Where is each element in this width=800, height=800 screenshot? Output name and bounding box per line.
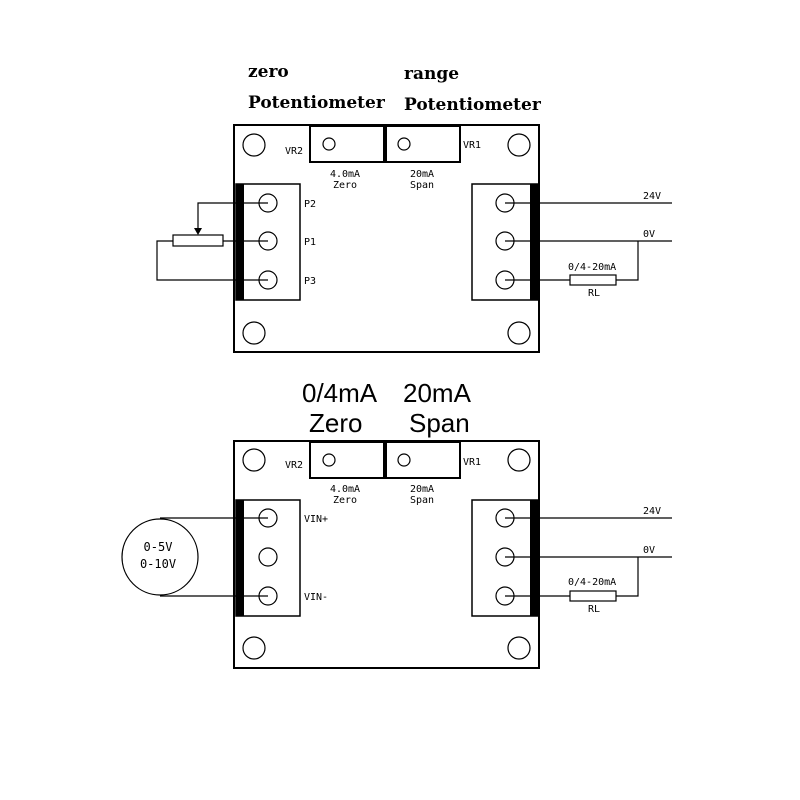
- left-terminal-block: [235, 499, 301, 617]
- mounting-hole: [242, 133, 266, 157]
- zero-value-label: 4.0mA: [330, 169, 360, 180]
- voltage-source: 0-5V 0-10V: [121, 517, 268, 597]
- terminal-label-p2: P2: [304, 199, 316, 210]
- potentiometer-body: [172, 234, 224, 247]
- vr2-label: VR2: [285, 460, 303, 471]
- load-return-wire: [616, 241, 639, 281]
- mounting-hole: [507, 636, 531, 660]
- current-label: 0/4-20mA: [568, 577, 616, 588]
- voltage-source-symbol: [121, 518, 199, 596]
- terminal-block-edge: [530, 500, 538, 616]
- zero-trim-screw-icon: [322, 453, 336, 467]
- terminal-block-edge: [236, 184, 244, 300]
- bottom-diagram: 0/4mA Zero 20mA Span VR2 VR1 4.0mA Zero …: [121, 378, 672, 669]
- current-label: 0/4-20mA: [568, 262, 616, 273]
- ground-label: 0V: [643, 545, 655, 556]
- supply-label: 24V: [643, 506, 661, 517]
- span-trim-screw-icon: [397, 453, 411, 467]
- terminal-block-edge: [530, 184, 538, 300]
- span-name-label: Span: [410, 180, 434, 191]
- top-diagram: zero Potentiometer range Potentiometer V…: [156, 62, 672, 353]
- terminal-label-vin-minus: VIN-: [304, 592, 328, 603]
- mounting-hole: [242, 636, 266, 660]
- mounting-hole: [507, 133, 531, 157]
- load-label: RL: [588, 604, 600, 615]
- zero-value-header: 0/4mA: [302, 378, 378, 408]
- terminal-label-p1: P1: [304, 237, 316, 248]
- span-value-label: 20mA: [410, 484, 434, 495]
- zero-name-header: Zero: [309, 408, 362, 438]
- mounting-hole: [242, 448, 266, 472]
- zero-trim-screw-icon: [322, 137, 336, 151]
- mounting-hole: [507, 448, 531, 472]
- span-value-header: 20mA: [403, 378, 472, 408]
- span-potentiometer[interactable]: [385, 125, 461, 163]
- zero-potentiometer[interactable]: [309, 441, 385, 479]
- span-trim-screw-icon: [397, 137, 411, 151]
- range-header-line2: Potentiometer: [404, 95, 542, 115]
- p3-wire: [156, 240, 268, 281]
- zero-name-label: Zero: [333, 495, 357, 506]
- zero-header-line2: Potentiometer: [248, 93, 386, 113]
- span-name-label: Span: [410, 495, 434, 506]
- left-terminal-block: [235, 183, 301, 301]
- span-name-header: Span: [409, 408, 470, 438]
- ground-label: 0V: [643, 229, 655, 240]
- right-terminal-block: [471, 183, 539, 301]
- mounting-hole: [507, 321, 531, 345]
- source-range-2: 0-10V: [140, 557, 176, 571]
- vr2-label: VR2: [285, 146, 303, 157]
- zero-value-label: 4.0mA: [330, 484, 360, 495]
- terminal-block-edge: [236, 500, 244, 616]
- span-value-label: 20mA: [410, 169, 434, 180]
- wiper-wire: [197, 202, 268, 232]
- load-resistor: [569, 590, 617, 602]
- load-return-wire: [616, 557, 639, 597]
- terminal-screw-unused[interactable]: [258, 547, 278, 567]
- source-range-1: 0-5V: [144, 540, 173, 554]
- load-resistor: [569, 274, 617, 286]
- zero-potentiometer[interactable]: [309, 125, 385, 163]
- external-potentiometer: [156, 202, 268, 281]
- wiper-arrow-icon: [194, 228, 202, 235]
- mounting-hole: [242, 321, 266, 345]
- load-label: RL: [588, 288, 600, 299]
- span-potentiometer[interactable]: [385, 441, 461, 479]
- vr1-label: VR1: [463, 140, 481, 151]
- vr1-label: VR1: [463, 457, 481, 468]
- terminal-label-vin-plus: VIN+: [304, 514, 328, 525]
- range-header-line1: range: [404, 64, 459, 84]
- zero-name-label: Zero: [333, 180, 357, 191]
- terminal-label-p3: P3: [304, 276, 316, 287]
- supply-label: 24V: [643, 191, 661, 202]
- zero-header-line1: zero: [248, 62, 289, 82]
